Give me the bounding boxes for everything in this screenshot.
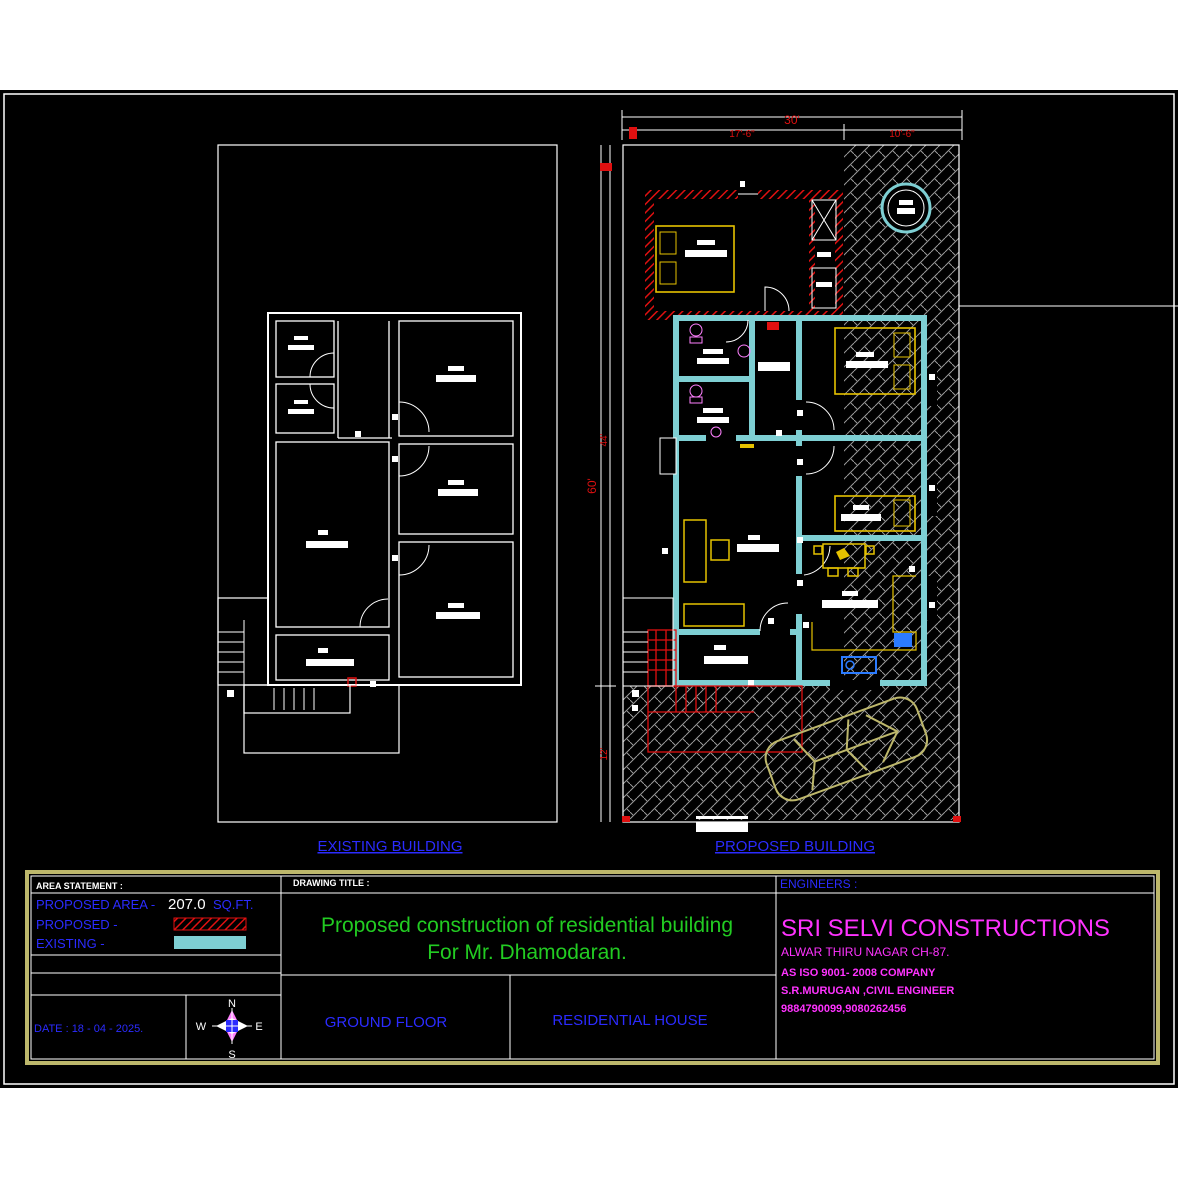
proposed-building-caption: PROPOSED BUILDING — [715, 838, 875, 855]
dimension-lines — [595, 110, 963, 822]
building-type: RESIDENTIAL HOUSE — [552, 1012, 707, 1029]
existing-bedroom-2 — [398, 443, 514, 535]
compass-west: W — [196, 1021, 207, 1033]
dim-right-width: 10'-6" — [889, 129, 915, 140]
existing-kitchen — [275, 634, 390, 681]
drawing-title-heading: DRAWING TITLE : — [293, 878, 370, 888]
sofa-set — [683, 519, 745, 627]
existing-hall — [275, 441, 390, 628]
proposed-plot-boundary — [622, 144, 960, 823]
front-paving — [623, 686, 959, 820]
drawing-title-line2: For Mr. Dhamodaran. — [427, 941, 627, 964]
north-arrow-icon — [212, 1008, 252, 1044]
existing-building-caption: EXISTING BUILDING — [317, 838, 462, 855]
drawing-date: DATE : 18 - 04 - 2025. — [34, 1023, 143, 1035]
dim-front-setback: 12' — [599, 747, 610, 760]
dim-left-width: 17'-6" — [729, 129, 755, 140]
legend-existing-label: EXISTING - — [36, 936, 105, 951]
company-iso: AS ISO 9001- 2008 COMPANY — [781, 967, 936, 979]
existing-building-plan — [217, 144, 558, 823]
compass-east: E — [255, 1021, 262, 1033]
sheet-border — [3, 93, 1175, 1085]
compass-north: N — [228, 998, 236, 1010]
proposed-building-plan — [622, 144, 1178, 832]
dim-overall-width: 30' — [784, 113, 800, 127]
engineer-name: S.R.MURUGAN ,CIVIL ENGINEER — [781, 985, 954, 997]
dim-overall-depth: 60' — [585, 478, 599, 494]
drawing-title-line1: Proposed construction of residential bui… — [321, 914, 733, 937]
existing-bedroom-3 — [398, 541, 514, 678]
title-block — [25, 870, 1160, 1065]
engineers-heading: ENGINEERS : — [780, 877, 857, 891]
bed-1 — [655, 225, 735, 293]
legend-proposed-swatch — [173, 917, 247, 931]
existing-plot-boundary — [217, 144, 558, 823]
area-statement-heading: AREA STATEMENT : — [36, 881, 123, 891]
floor-name: GROUND FLOOR — [325, 1014, 448, 1031]
company-address: ALWAR THIRU NAGAR CH-87. — [781, 945, 949, 959]
contact-phones: 9884790099,9080262456 — [781, 1003, 906, 1015]
bed-3 — [834, 495, 916, 532]
compass-south: S — [228, 1049, 235, 1061]
car-outline — [764, 696, 929, 802]
existing-bedroom-1 — [398, 320, 514, 437]
legend-proposed-label: PROPOSED - — [36, 917, 118, 932]
proposed-area-label: PROPOSED AREA - — [36, 897, 155, 912]
dim-house-depth: 44' — [599, 433, 610, 446]
proposed-area-unit: SQ.FT. — [213, 897, 253, 912]
dining-table — [813, 543, 875, 577]
proposed-area-value: 207.0 — [168, 896, 206, 913]
company-name: SRI SELVI CONSTRUCTIONS — [781, 915, 1110, 942]
bed-2 — [834, 327, 916, 395]
existing-toilet-1 — [275, 320, 335, 378]
legend-existing-swatch — [174, 936, 246, 949]
